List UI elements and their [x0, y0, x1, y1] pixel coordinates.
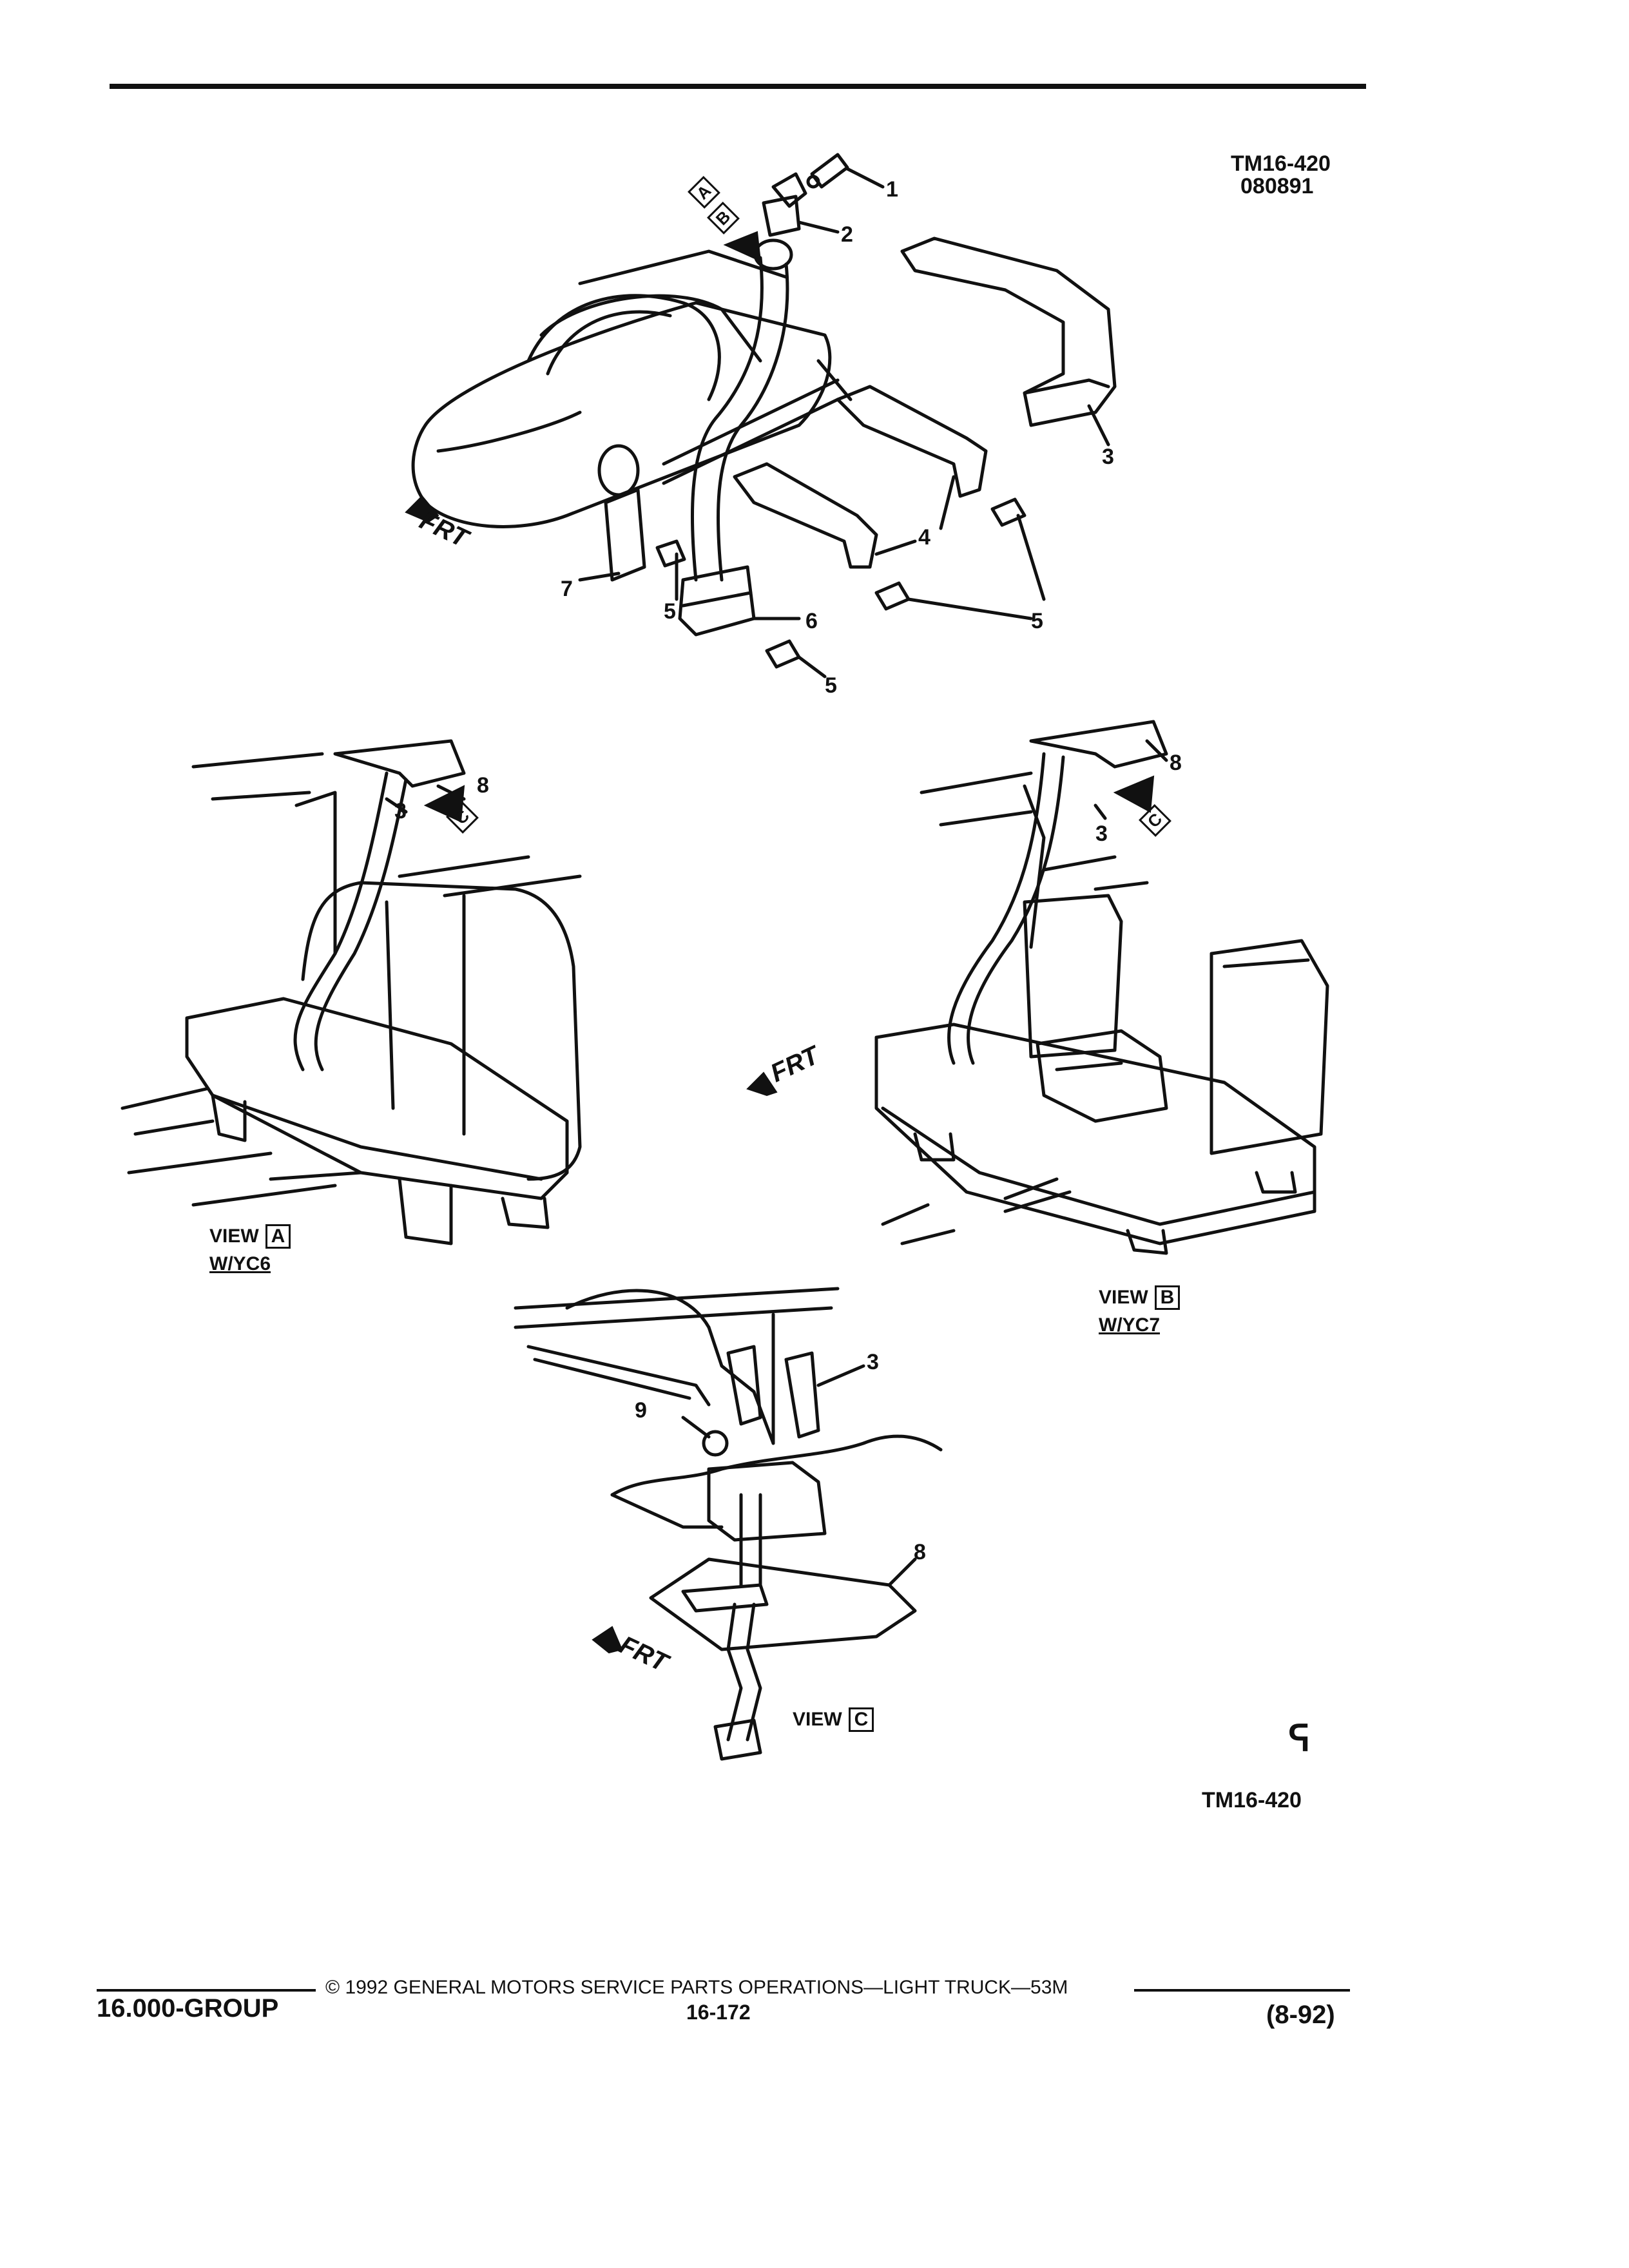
view-a-label: VIEW A — [209, 1224, 291, 1249]
callout-8-view-c: 8 — [914, 1540, 926, 1564]
direction-arrows — [405, 231, 1155, 1654]
callout-3-view-b: 3 — [1095, 822, 1108, 846]
footer-revision: (8-92) — [1266, 2001, 1335, 2029]
drawing-date: 080891 — [1240, 174, 1314, 198]
view-b-letter: B — [1154, 1285, 1181, 1310]
view-c-label: VIEW C — [793, 1707, 874, 1732]
view-b-label: VIEW B — [1099, 1285, 1181, 1310]
view-a-word: VIEW — [209, 1225, 259, 1247]
exploded-view — [411, 153, 1117, 678]
callout-1: 1 — [886, 177, 898, 202]
view-c-letter: C — [848, 1707, 874, 1732]
footer-rule-right — [1134, 1989, 1350, 1992]
footer-copyright: © 1992 GENERAL MOTORS SERVICE PARTS OPER… — [325, 1977, 1068, 1998]
view-b-illustration — [874, 720, 1329, 1255]
footer-page-number: 16-172 — [686, 2001, 751, 2024]
figure-id: TM16-420 — [1202, 1788, 1302, 1812]
callout-5-right: 5 — [1031, 609, 1043, 633]
view-b-word: VIEW — [1099, 1287, 1148, 1308]
frt-arrow-mid — [746, 1072, 778, 1097]
view-c-illustration — [514, 1287, 943, 1761]
arrow-a-b — [723, 231, 762, 262]
frt-arrow-bottom — [592, 1626, 623, 1654]
callout-9: 9 — [635, 1398, 647, 1423]
view-b-option: W/YC7 — [1099, 1314, 1161, 1336]
frt-arrow-top — [405, 495, 439, 523]
view-c-word: VIEW — [793, 1709, 842, 1730]
callout-3-view-c: 3 — [867, 1350, 879, 1374]
callout-3-view-a: 3 — [394, 799, 407, 823]
callout-4: 4 — [918, 525, 930, 550]
callout-6: 6 — [805, 609, 818, 633]
footer-rule-left — [97, 1989, 316, 1992]
callout-8-view-b: 8 — [1170, 751, 1182, 775]
arrow-c-view-b — [1113, 775, 1155, 813]
callout-5-center: 5 — [664, 599, 676, 624]
footer-group: 16.000-GROUP — [97, 1994, 279, 2023]
callout-2: 2 — [841, 222, 853, 247]
gm-logo-icon: ᕋ — [1289, 1718, 1311, 1758]
view-a-letter: A — [265, 1224, 291, 1249]
view-a-illustration — [120, 739, 582, 1245]
drawing-number: TM16-420 — [1231, 151, 1331, 176]
callout-5-bottom: 5 — [825, 673, 837, 698]
arrow-c-view-a — [423, 785, 465, 823]
view-a-option: W/YC6 — [209, 1253, 271, 1274]
callout-3-top: 3 — [1102, 445, 1114, 469]
callout-8-view-a: 8 — [477, 773, 489, 798]
top-rule — [110, 84, 1366, 89]
callout-7: 7 — [561, 577, 573, 601]
